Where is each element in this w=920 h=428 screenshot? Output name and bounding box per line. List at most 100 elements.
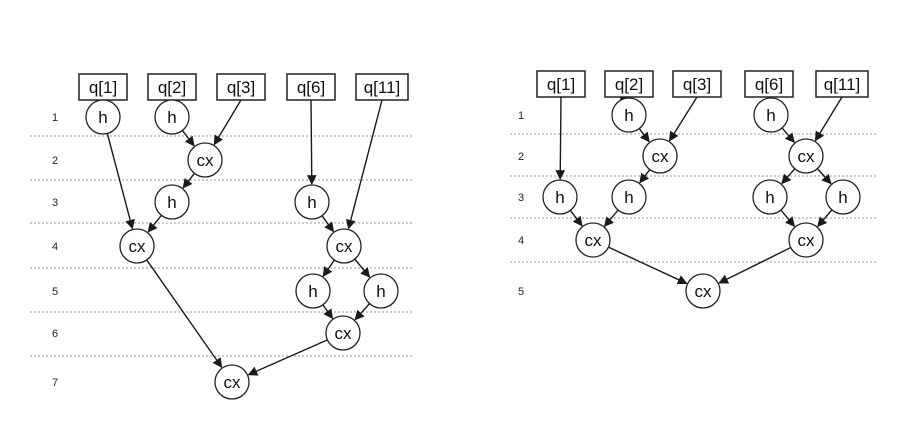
dependency-arrow bbox=[638, 128, 650, 143]
layer-number-label: 4 bbox=[52, 241, 58, 253]
dependency-arrow bbox=[781, 127, 795, 144]
layer-number-label: 3 bbox=[52, 197, 58, 209]
gate-node-circle bbox=[187, 142, 223, 178]
qubit-box-frame bbox=[216, 73, 266, 101]
gate-node-label: cx bbox=[798, 231, 816, 250]
cx-gate-node: cx bbox=[326, 228, 362, 264]
gate-node-label: cx bbox=[585, 231, 603, 250]
dependency-arrow bbox=[608, 246, 688, 285]
dependency-arrow bbox=[322, 304, 334, 320]
qubit-label: q[11] bbox=[364, 78, 401, 97]
gate-node-circle bbox=[325, 315, 361, 351]
layer-number-label: 5 bbox=[52, 286, 58, 298]
h-gate-node: h bbox=[154, 184, 190, 220]
dependency-arrow bbox=[354, 303, 371, 321]
dependency-arrow bbox=[106, 133, 135, 230]
qubit-label: q[3] bbox=[683, 75, 711, 94]
layer-number-label: 3 bbox=[518, 192, 524, 204]
layer-number-label: 1 bbox=[518, 110, 524, 122]
gate-node-circle bbox=[363, 273, 399, 309]
qubit-box-frame bbox=[355, 73, 409, 101]
gate-node-label: cx bbox=[335, 324, 353, 343]
layer-number-label: 1 bbox=[52, 112, 58, 124]
qubit-box-frame bbox=[744, 70, 794, 98]
gate-node-circle bbox=[642, 138, 678, 174]
cx-gate-node: cx bbox=[642, 138, 678, 174]
gate-node-label: h bbox=[307, 193, 316, 212]
dependency-arrow bbox=[321, 215, 334, 233]
h-gate-node: h bbox=[611, 179, 647, 215]
qubit-box-frame bbox=[286, 73, 336, 101]
gate-node-label: h bbox=[838, 188, 847, 207]
qubit-label: q[3] bbox=[227, 78, 255, 97]
qubit-box: q[6] bbox=[286, 73, 336, 101]
gate-node-label: h bbox=[98, 108, 107, 127]
layer-number-label: 4 bbox=[518, 235, 524, 247]
dependency-arrow bbox=[817, 209, 833, 228]
gate-node-label: cx bbox=[652, 147, 670, 166]
gate-node-label: cx bbox=[224, 373, 242, 392]
dependency-arrow bbox=[603, 209, 619, 227]
layer-number-label: 2 bbox=[52, 155, 58, 167]
qubit-label: q[1] bbox=[547, 75, 575, 94]
gate-node-circle bbox=[788, 138, 824, 174]
dependency-arrow bbox=[668, 96, 698, 142]
gate-node-label: h bbox=[555, 188, 564, 207]
dependency-arrow bbox=[146, 259, 223, 369]
qubit-box: q[6] bbox=[744, 70, 794, 98]
gate-node-circle bbox=[295, 273, 331, 309]
gate-node-circle bbox=[753, 97, 789, 133]
qubit-box: q[11] bbox=[355, 73, 409, 101]
qubit-box: q[2] bbox=[147, 73, 197, 101]
dependency-arrow bbox=[213, 99, 242, 146]
gate-node-circle bbox=[788, 222, 824, 258]
qubit-box: q[3] bbox=[216, 73, 266, 101]
gate-node-label: cx bbox=[798, 147, 816, 166]
dependency-arrow bbox=[814, 96, 843, 142]
gate-node-circle bbox=[294, 184, 330, 220]
gate-node-circle bbox=[611, 97, 647, 133]
qubit-box: q[11] bbox=[815, 70, 869, 98]
gate-node-circle bbox=[542, 179, 578, 215]
dependency-arrow bbox=[322, 259, 335, 277]
gate-node-label: h bbox=[376, 282, 385, 301]
h-gate-node: h bbox=[294, 184, 330, 220]
cx-gate-node: cx bbox=[685, 273, 721, 309]
qubit-label: q[2] bbox=[158, 78, 186, 97]
h-gate-node: h bbox=[825, 179, 861, 215]
gate-node-circle bbox=[685, 273, 721, 309]
gate-node-label: cx bbox=[336, 237, 354, 256]
qubit-box: q[1] bbox=[78, 73, 128, 101]
qubit-box-frame bbox=[672, 70, 722, 98]
cx-gate-node: cx bbox=[325, 315, 361, 351]
gate-node-label: cx bbox=[695, 282, 713, 301]
gate-node-label: h bbox=[624, 188, 633, 207]
gate-node-label: h bbox=[308, 282, 317, 301]
dependency-arrow bbox=[181, 130, 195, 147]
h-gate-node: h bbox=[295, 273, 331, 309]
qubit-label: q[2] bbox=[615, 75, 643, 94]
gate-node-label: cx bbox=[129, 237, 147, 256]
dependency-arrow bbox=[346, 99, 383, 230]
h-gate-node: h bbox=[85, 99, 121, 135]
cx-gate-node: cx bbox=[788, 138, 824, 174]
h-gate-node: h bbox=[363, 273, 399, 309]
gate-node-circle bbox=[85, 99, 121, 135]
dependency-arrow bbox=[555, 96, 566, 180]
gate-node-circle bbox=[825, 179, 861, 215]
layer-number-label: 5 bbox=[518, 286, 524, 298]
dependency-arrow bbox=[306, 99, 317, 185]
dependency-arrow bbox=[781, 168, 796, 185]
gate-node-circle bbox=[154, 184, 190, 220]
qubit-label: q[11] bbox=[824, 75, 861, 94]
qubit-label: q[1] bbox=[89, 78, 117, 97]
layer-number-label: 6 bbox=[52, 328, 58, 340]
cx-gate-node: cx bbox=[214, 364, 250, 400]
gate-node-circle bbox=[752, 179, 788, 215]
qubit-label: q[6] bbox=[297, 78, 325, 97]
qubit-box-frame bbox=[78, 73, 128, 101]
dependency-arrow bbox=[182, 172, 196, 189]
qubit-box-frame bbox=[604, 70, 654, 98]
gate-node-circle bbox=[119, 228, 155, 264]
